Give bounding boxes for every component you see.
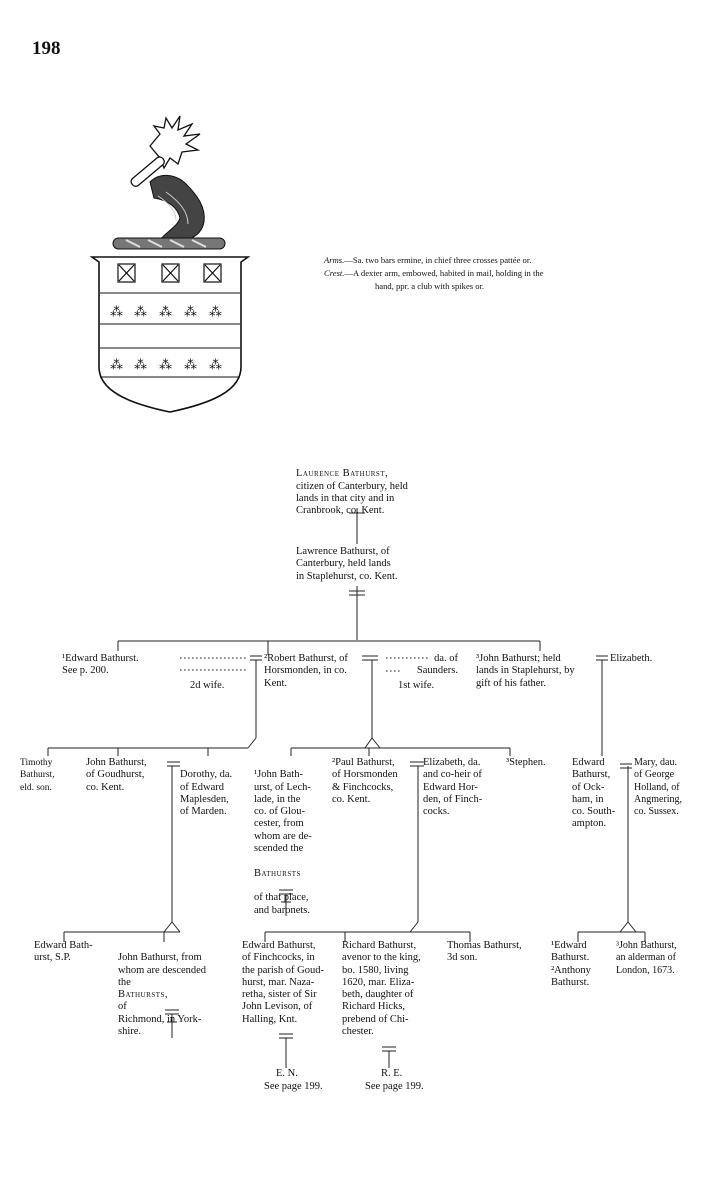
laurence-text: citizen of Canterbury, held lands in tha… bbox=[296, 481, 436, 518]
john-lechlade-text: ¹John Bath- urst, of Lech- lade, in the … bbox=[254, 769, 326, 855]
re-label: R. E. bbox=[381, 1068, 421, 1080]
thomas-bathurst-entry: Thomas Bathurst, 3d son. bbox=[447, 940, 547, 965]
john-goudhurst-entry: John Bathurst, of Goudhurst, co. Kent. bbox=[86, 757, 170, 794]
dorothy-entry: Dorothy, da. of Edward Maplesden, of Mar… bbox=[180, 757, 246, 818]
en-page-link[interactable]: See page 199. bbox=[264, 1081, 354, 1093]
john-richmond-text: John Bathurst, from whom are descended t… bbox=[118, 952, 206, 988]
en-label: E. N. bbox=[276, 1068, 316, 1080]
john-alderman-entry: ³John Bathurst, an alderman of London, 1… bbox=[616, 940, 702, 977]
john-lechlade-smallcaps: Bathursts bbox=[254, 868, 326, 880]
mary-holland-entry: Mary, dau. of George Holland, of Angmeri… bbox=[634, 757, 702, 818]
edward-sp-entry: Edward Bath- urst, S.P. bbox=[34, 940, 110, 965]
re-page-link[interactable]: See page 199. bbox=[365, 1081, 455, 1093]
elizabeth-entry: Elizabeth. bbox=[610, 653, 680, 665]
paul-bathurst-entry: ²Paul Bathurst, of Horsmonden & Finchcoc… bbox=[332, 757, 412, 806]
lawrence-bathurst-entry: Lawrence Bathurst, of Canterbury, held l… bbox=[296, 546, 436, 583]
laurence-bathurst-entry: Laurence Bathurst, citizen of Canterbury… bbox=[296, 456, 436, 530]
edward-ockham-entry: Edward Bathurst, of Ock- ham, in co. Sou… bbox=[572, 757, 626, 831]
edward-anthony-entry: ¹Edward Bathurst. ²Anthony Bathurst. bbox=[551, 940, 609, 989]
john-richmond-smallcaps: Bathursts, bbox=[118, 989, 168, 1000]
edward-finchcocks-entry: Edward Bathurst, of Finchcocks, in the p… bbox=[242, 940, 338, 1026]
john-richmond-entry: John Bathurst, from whom are descended t… bbox=[118, 940, 236, 1038]
richard-bathurst-entry: Richard Bathurst, avenor to the king, bo… bbox=[342, 940, 440, 1038]
elizabeth-horden-entry: Elizabeth, da. and co-heir of Edward Hor… bbox=[423, 757, 503, 818]
dorothy-text: Dorothy, da. of Edward Maplesden, of Mar… bbox=[180, 769, 232, 817]
laurence-name: Laurence Bathurst, bbox=[296, 468, 388, 479]
robert-bathurst-entry: ²Robert Bathurst, of Horsmonden, in co. … bbox=[264, 653, 374, 690]
john-lechlade-end: of that place, and baronets. bbox=[254, 892, 326, 917]
robert-first-wife: 1st wife. bbox=[398, 680, 458, 692]
saunders-entry: da. of Saunders. bbox=[402, 653, 458, 678]
edward-bathurst-entry: ¹Edward Bathurst. See p. 200. bbox=[62, 653, 172, 678]
robert-second-wife: 2d wife. bbox=[190, 680, 250, 692]
timothy-bathurst-entry: Timothy Bathurst, eld. son. bbox=[20, 757, 70, 794]
john-lechlade-entry: ¹John Bath- urst, of Lech- lade, in the … bbox=[254, 757, 326, 929]
john-richmond-end: of Richmond, in York- shire. bbox=[118, 1001, 201, 1037]
john-bathurst-staplehurst-entry: ³John Bathurst; held lands in Staplehurs… bbox=[476, 653, 606, 690]
stephen-entry: ³Stephen. bbox=[506, 757, 566, 769]
